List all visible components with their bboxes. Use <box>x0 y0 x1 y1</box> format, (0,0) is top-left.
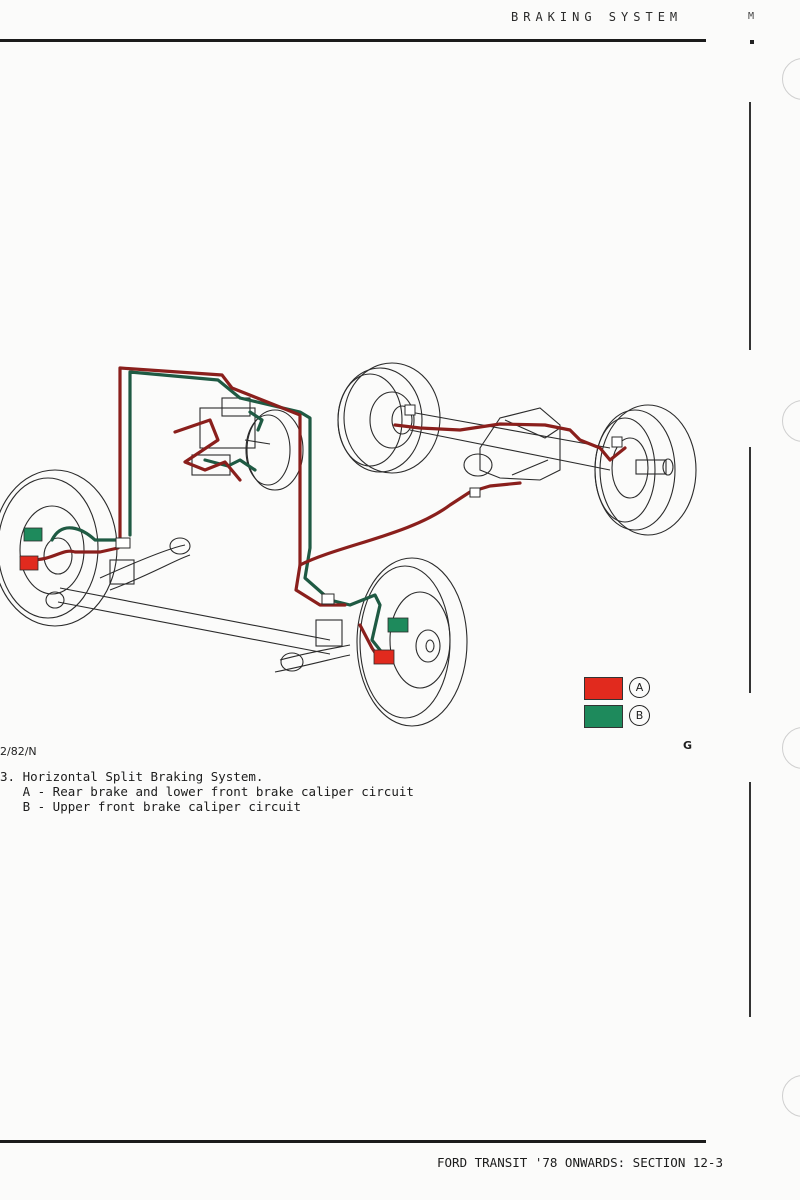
circuit-a-pipes <box>28 366 627 662</box>
front-left-upper-caliper <box>23 527 43 542</box>
footer-rule <box>0 1140 706 1143</box>
caliper-blocks <box>19 527 409 665</box>
front-axle <box>45 537 351 673</box>
caption-title: 3. Horizontal Split Braking System. <box>0 769 264 784</box>
front-right-upper-caliper <box>387 617 409 633</box>
page-section-title: BRAKING SYSTEM <box>511 10 683 24</box>
corner-mark: M <box>748 11 755 22</box>
header-rule <box>0 39 706 42</box>
circuit-b-pipes <box>50 370 390 662</box>
front-left-lower-caliper <box>19 555 39 571</box>
front-right-wheel <box>356 557 468 727</box>
caption-item-a: A - Rear brake and lower front brake cal… <box>22 784 414 799</box>
braking-system-diagram <box>0 362 697 727</box>
punch-hole <box>782 1075 800 1117</box>
margin-bar <box>749 447 751 693</box>
header-dot <box>750 40 754 44</box>
caption-item-b: B - Upper front brake caliper circuit <box>22 799 302 814</box>
legend-swatch-a <box>584 677 623 700</box>
front-right-lower-caliper <box>373 649 395 665</box>
punch-hole <box>782 727 800 769</box>
margin-bar <box>749 102 751 350</box>
margin-mark: G <box>683 739 693 752</box>
pipe-junctions <box>115 404 623 605</box>
figure-reference-code: 2/82/N <box>0 745 37 758</box>
brake-servo <box>191 397 304 491</box>
rear-left-wheel <box>337 362 441 474</box>
legend-label-a: A <box>629 677 650 698</box>
punch-hole <box>782 400 800 442</box>
legend-swatch-b <box>584 705 623 728</box>
margin-bar <box>749 782 751 1017</box>
figure-caption: 3. Horizontal Split Braking System. A - … <box>0 769 414 814</box>
footer-section-label: FORD TRANSIT '78 ONWARDS: SECTION 12-3 <box>437 1155 723 1170</box>
punch-hole <box>782 58 800 100</box>
legend-label-b: B <box>629 705 650 726</box>
rear-right-wheel <box>594 404 697 536</box>
